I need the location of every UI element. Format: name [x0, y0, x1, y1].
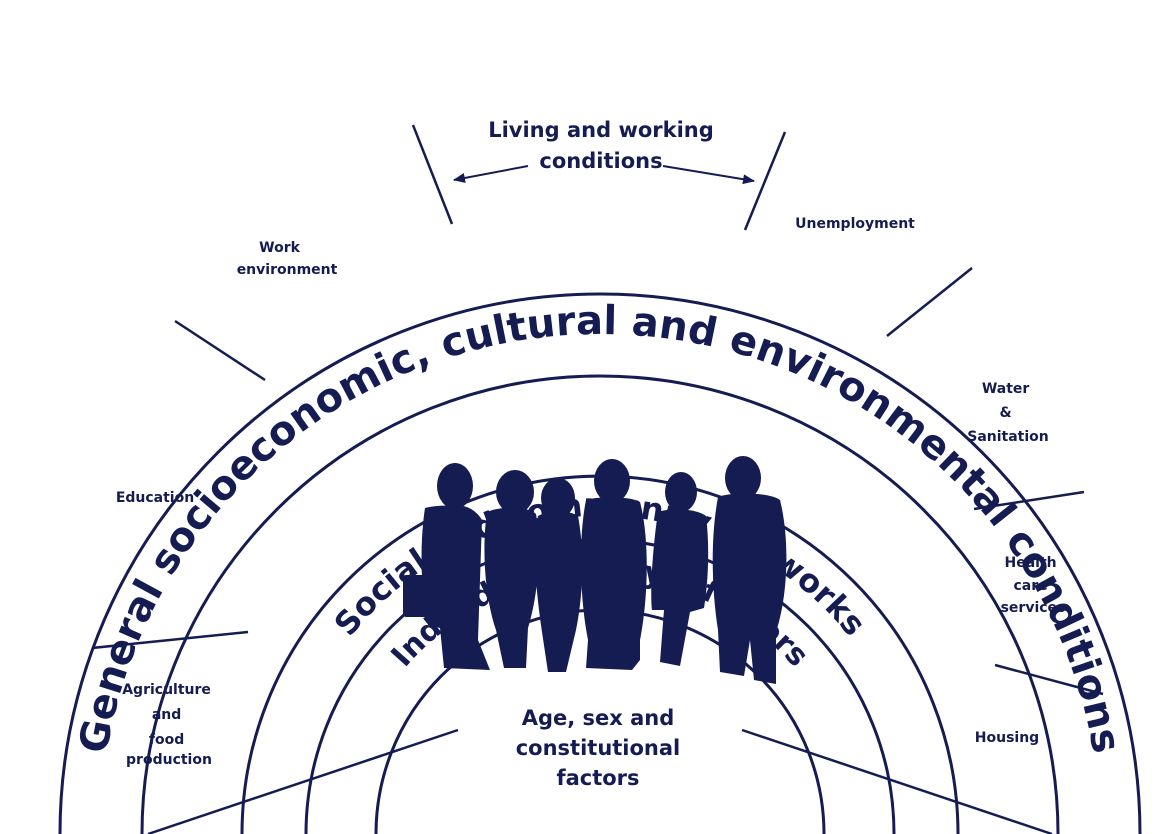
segment-dividers: [91, 124, 1104, 834]
person-silhouette-6: [712, 456, 787, 684]
person-silhouette-5: [651, 472, 709, 666]
living-working-header: Living and working conditions: [453, 118, 755, 185]
person-silhouette-2: [484, 470, 539, 668]
outer-ring-inner-edge: [140, 374, 1060, 834]
divider-agriculture-education: [91, 630, 249, 650]
core-label-line3: factors: [556, 766, 639, 790]
people-silhouettes-icon: [403, 456, 787, 684]
segment-agriculture-line3: food: [149, 732, 184, 748]
arrow-right-icon: [662, 165, 755, 185]
segment-housing: Housing: [975, 730, 1039, 746]
segment-labels: Agriculture and food production Educatio…: [116, 216, 1066, 768]
segment-health-line3: services: [1001, 600, 1066, 616]
segment-agriculture-line1: Agriculture: [122, 682, 211, 698]
segment-agriculture-line4: production: [126, 752, 212, 768]
segment-water-line2: &: [999, 405, 1011, 421]
segment-unemployment-line1: Unemployment: [795, 216, 915, 232]
segment-education-line1: Education: [116, 490, 194, 506]
person-silhouette-1: [403, 463, 490, 670]
segment-water-sanitation: Water & Sanitation: [967, 381, 1049, 445]
segment-agriculture: Agriculture and food production: [122, 682, 216, 768]
segment-health-line2: care: [1013, 578, 1047, 594]
segment-agriculture-line2: and: [152, 707, 181, 723]
divider-unemployment-water: [886, 267, 973, 337]
core-label: Age, sex and constitutional factors: [516, 706, 681, 790]
segment-work-environment-line2: environment: [237, 262, 338, 278]
segment-health-line1: Health: [1005, 555, 1057, 571]
segment-unemployment: Unemployment: [795, 216, 915, 232]
core-label-line1: Age, sex and: [522, 706, 675, 730]
segment-water-line3: Sanitation: [967, 429, 1049, 445]
living-working-label-line2: conditions: [539, 149, 662, 173]
segment-work-environment: Work environment: [237, 240, 338, 278]
person-silhouette-4: [580, 459, 647, 670]
divider-water-health: [973, 490, 1085, 511]
segment-water-line1: Water: [982, 381, 1030, 397]
living-working-label-line1: Living and working: [488, 118, 714, 142]
divider-living-unemployment: [743, 131, 787, 231]
outer-ring-outer-edge: [58, 292, 1142, 834]
segment-housing-line1: Housing: [975, 730, 1039, 746]
core-label-line2: constitutional: [516, 736, 681, 760]
person-silhouette-3: [535, 478, 583, 672]
divider-work-living: [411, 124, 454, 225]
arrow-left-icon: [453, 165, 529, 183]
divider-bottom-left: [147, 728, 459, 834]
segment-work-environment-line1: Work: [259, 240, 300, 256]
divider-bottom-right: [741, 728, 1053, 834]
segment-education: Education: [116, 490, 194, 506]
segment-health-care: Health care services: [1001, 555, 1066, 616]
divider-health-housing: [994, 663, 1104, 696]
divider-education-work: [174, 319, 266, 382]
